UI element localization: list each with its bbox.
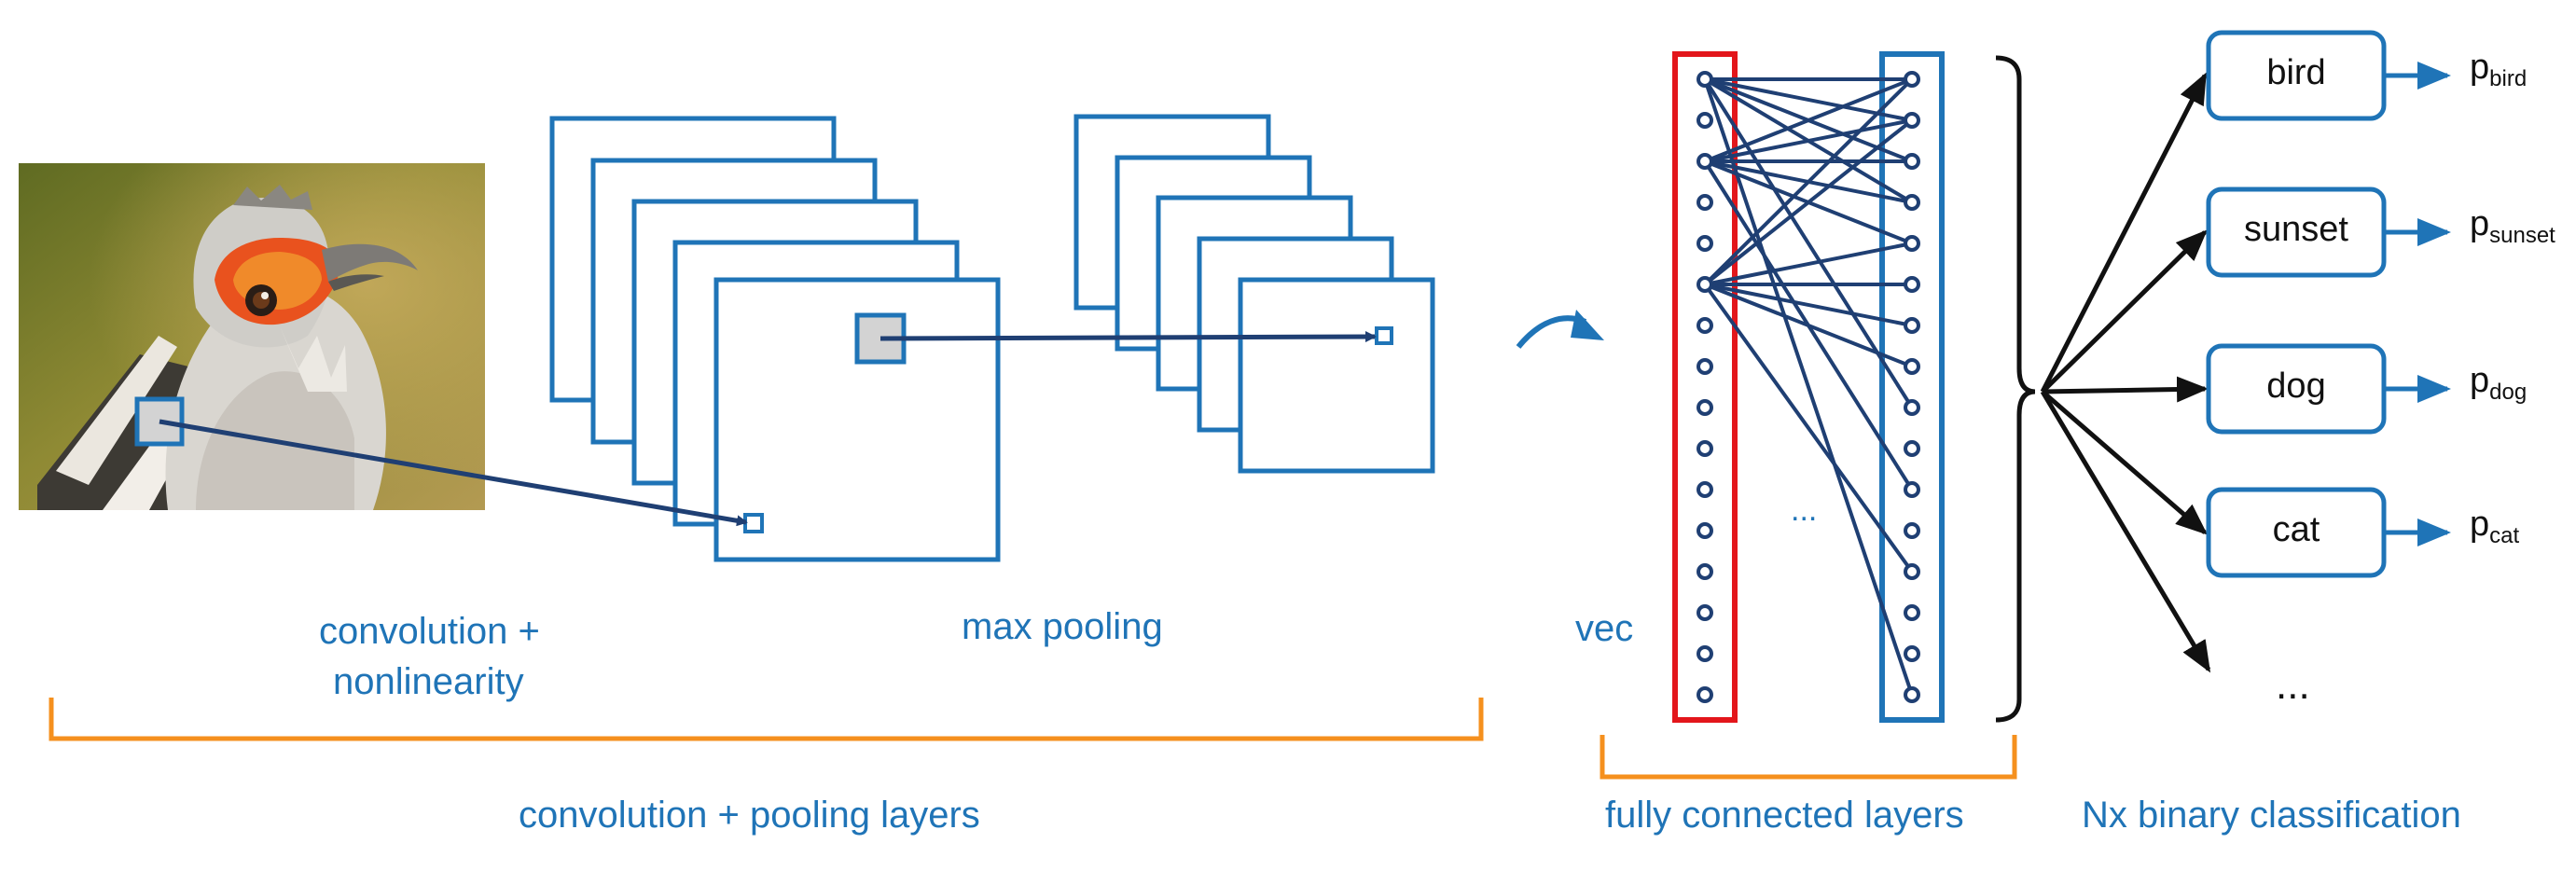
fc-edge bbox=[1703, 283, 1914, 574]
fc-node bbox=[1904, 153, 1920, 170]
vec-node bbox=[1697, 686, 1713, 703]
fc-node bbox=[1904, 645, 1920, 662]
class-name-cat: cat bbox=[2272, 510, 2320, 549]
fc-ellipsis: ... bbox=[1791, 492, 1818, 528]
vec-node bbox=[1697, 563, 1713, 580]
fc-node bbox=[1904, 399, 1920, 416]
fc-edge bbox=[1703, 118, 1914, 286]
fan-arrow-bird bbox=[2040, 72, 2208, 394]
fan-arrow-more bbox=[2040, 390, 2211, 673]
fc-edge bbox=[1704, 283, 1913, 327]
prob-label-cat: pcat bbox=[2470, 505, 2520, 548]
fc-column bbox=[1879, 51, 1945, 723]
fc-node bbox=[1904, 563, 1920, 580]
conv-feature-maps bbox=[549, 116, 1001, 562]
fc-edge bbox=[1704, 242, 1913, 286]
fc-edge bbox=[1703, 159, 1914, 491]
fc-node bbox=[1904, 358, 1920, 375]
vec-node bbox=[1697, 399, 1713, 416]
pool-map-5 bbox=[1238, 277, 1435, 474]
fan-arrow-sunset bbox=[2041, 229, 2208, 394]
fc-nodes bbox=[1904, 71, 1920, 703]
classes-ellipsis: ... bbox=[2276, 662, 2310, 708]
conv-target-unit bbox=[743, 513, 764, 533]
conv-label-line2: nonlinearity bbox=[333, 661, 524, 702]
fc-bracket bbox=[1600, 735, 2017, 780]
vec-node bbox=[1697, 440, 1713, 457]
conv-pool-bracket bbox=[48, 698, 1484, 741]
vec-label: vec bbox=[1575, 608, 1634, 649]
vec-node bbox=[1697, 317, 1713, 334]
fc-node bbox=[1904, 481, 1920, 498]
bird-photo-icon bbox=[19, 163, 485, 510]
fc-connections bbox=[1703, 77, 1914, 696]
fc-node bbox=[1904, 686, 1920, 703]
fc-edge bbox=[1703, 77, 1914, 409]
vec-node bbox=[1697, 645, 1713, 662]
conv-to-pool-arrow bbox=[879, 331, 1377, 343]
vec-node bbox=[1697, 71, 1713, 88]
fully-connected-label: fully connected layers bbox=[1605, 795, 1964, 836]
classifier-brace bbox=[1995, 55, 2036, 723]
prob-label-sunset: psunset bbox=[2470, 204, 2555, 248]
class-name-dog: dog bbox=[2266, 366, 2326, 406]
conv-pool-layers-label: convolution + pooling layers bbox=[519, 795, 980, 836]
prob-label-bird: pbird bbox=[2470, 48, 2528, 91]
fc-node bbox=[1904, 604, 1920, 621]
fc-edge bbox=[1703, 77, 1914, 286]
fc-node bbox=[1904, 112, 1920, 129]
fc-node bbox=[1904, 71, 1920, 88]
conv-label-line1: convolution + bbox=[319, 611, 540, 652]
vec-node bbox=[1697, 276, 1713, 293]
vec-node bbox=[1697, 112, 1713, 129]
pool-feature-maps bbox=[1073, 114, 1435, 474]
vec-column bbox=[1672, 51, 1738, 723]
vec-node bbox=[1697, 481, 1713, 498]
class-name-bird: bird bbox=[2266, 53, 2326, 92]
vec-node bbox=[1697, 604, 1713, 621]
fc-node bbox=[1904, 522, 1920, 539]
fan-arrow-dog bbox=[2042, 376, 2209, 403]
curved-arrow-head bbox=[1571, 310, 1604, 340]
vec-node bbox=[1697, 235, 1713, 252]
image-receptive-field bbox=[134, 396, 185, 447]
nx-binary-label: Nx binary classification bbox=[2082, 795, 2461, 836]
classifier-fan-arrows bbox=[2040, 72, 2211, 673]
fan-arrow-cat bbox=[2041, 390, 2209, 535]
fc-edge bbox=[1704, 118, 1913, 163]
vec-node bbox=[1697, 194, 1713, 211]
fc-node bbox=[1904, 276, 1920, 293]
class-boxes bbox=[2206, 30, 2451, 578]
vec-node bbox=[1697, 153, 1713, 170]
prob-label-dog: pdog bbox=[2470, 361, 2528, 405]
vec-node bbox=[1697, 522, 1713, 539]
vec-node bbox=[1697, 358, 1713, 375]
fc-node bbox=[1904, 317, 1920, 334]
image-to-conv-arrow bbox=[159, 419, 748, 527]
fc-edge bbox=[1703, 78, 1914, 696]
fc-node bbox=[1904, 194, 1920, 211]
fc-node bbox=[1904, 440, 1920, 457]
fc-edge bbox=[1704, 77, 1913, 163]
pool-target-unit bbox=[1375, 326, 1393, 345]
class-name-sunset: sunset bbox=[2244, 210, 2348, 249]
max-pooling-label: max pooling bbox=[962, 606, 1163, 647]
vec-nodes bbox=[1697, 71, 1713, 703]
fc-node bbox=[1904, 235, 1920, 252]
